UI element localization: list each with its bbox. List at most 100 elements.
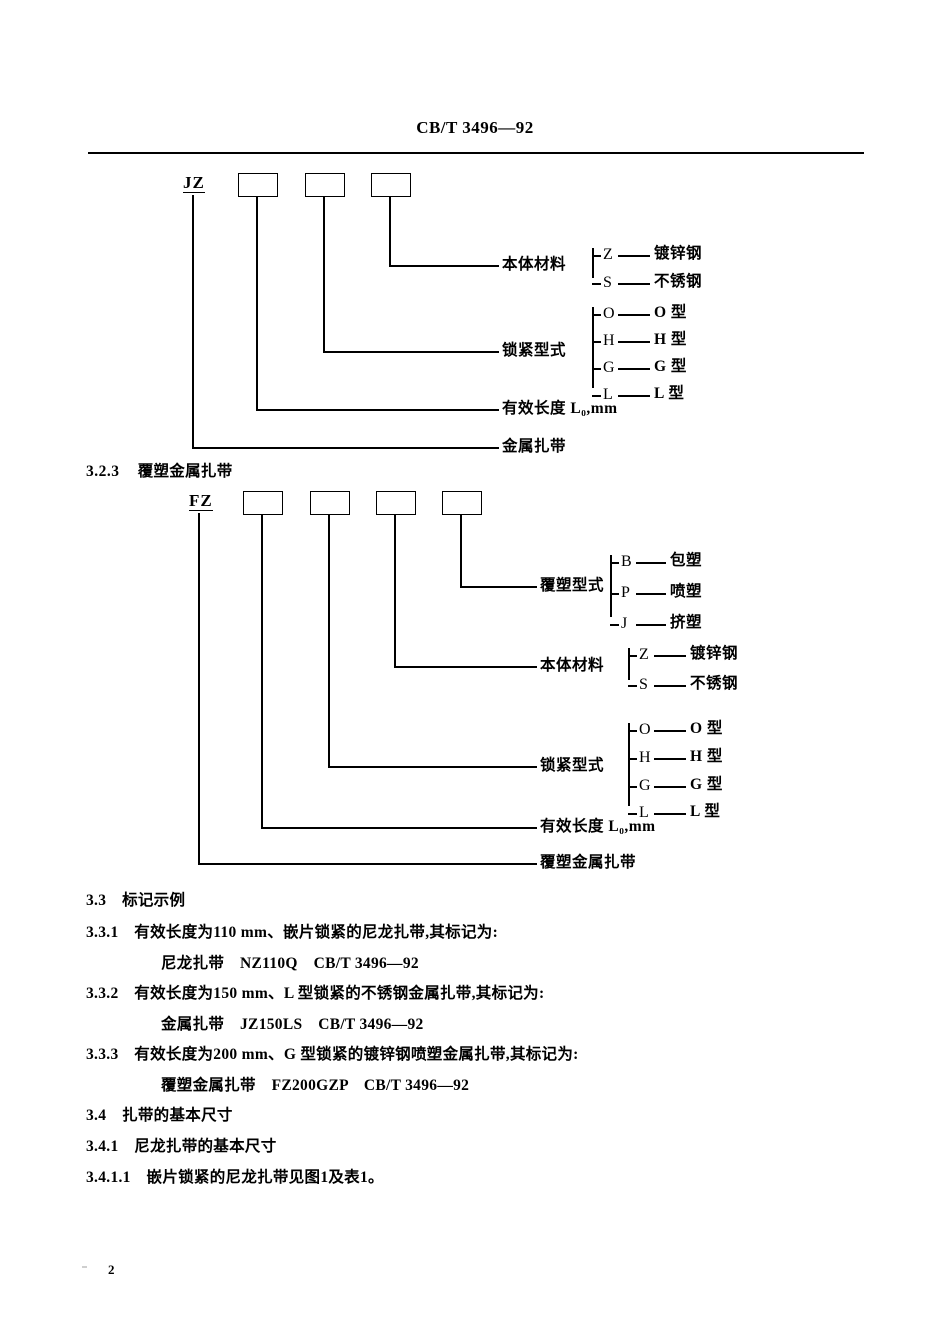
option-dash <box>654 730 686 732</box>
option-desc: G 型 <box>690 776 723 793</box>
brace-tick <box>628 685 637 687</box>
diagram-fz-label-lock: 锁紧型式 <box>540 757 605 774</box>
brace-tick <box>592 341 601 343</box>
example-3-3-2: 金属扎带 JZ150LS CB/T 3496—92 <box>161 1016 424 1033</box>
option-desc: H 型 <box>690 748 723 765</box>
diagram-jz-label-lock: 锁紧型式 <box>502 342 567 359</box>
option-dash <box>654 758 686 760</box>
diagram-jz-lead-root-vline <box>192 195 194 449</box>
option-letter: P <box>621 584 630 601</box>
paragraph-3-4: 3.4 扎带的基本尺寸 <box>86 1107 233 1124</box>
diagram-fz-label-length: 有效长度 L₀,mm <box>540 818 656 835</box>
brace-tick <box>592 368 601 370</box>
option-dash <box>654 685 686 687</box>
paragraph-3-3: 3.3 标记示例 <box>86 892 186 909</box>
brace-tick <box>592 314 601 316</box>
diagram-jz-slot-1 <box>238 173 278 197</box>
option-letter: H <box>603 332 615 349</box>
option-desc: 喷塑 <box>670 583 703 600</box>
brace-tick <box>592 255 601 257</box>
diagram-fz-lead-length-vline <box>261 515 263 829</box>
option-dash <box>618 283 650 285</box>
option-letter: S <box>639 676 648 693</box>
example-3-3-3: 覆塑金属扎带 FZ200GZP CB/T 3496—92 <box>161 1077 470 1094</box>
brace-spine <box>610 555 612 617</box>
option-letter: Z <box>639 646 649 663</box>
option-desc: O 型 <box>654 304 687 321</box>
diagram-fz-slot-2 <box>310 491 350 515</box>
diagram-jz-label-material: 本体材料 <box>502 256 567 273</box>
option-letter: S <box>603 274 612 291</box>
diagram-fz-lead-length-hline <box>261 827 537 829</box>
diagram-fz-label-material: 本体材料 <box>540 657 605 674</box>
diagram-fz-code: FZ <box>189 491 213 511</box>
brace-tick <box>592 283 601 285</box>
option-letter: G <box>603 359 615 376</box>
option-letter: Z <box>603 246 613 263</box>
diagram-fz-lead-lock-hline <box>328 766 537 768</box>
diagram-jz-code: JZ <box>183 173 205 193</box>
option-dash <box>618 341 650 343</box>
footer-margin-mark <box>82 1266 87 1268</box>
option-desc: L 型 <box>690 803 721 820</box>
option-letter: B <box>621 553 632 570</box>
section-323-heading: 3.2.3 覆塑金属扎带 <box>86 459 233 481</box>
diagram-jz-lead-root-hline <box>192 447 499 449</box>
brace-tick <box>628 730 637 732</box>
brace-spine <box>628 648 630 680</box>
brace-tick <box>628 786 637 788</box>
diagram-fz-lead-coating-vline <box>460 515 462 588</box>
option-letter: G <box>639 777 651 794</box>
diagram-fz-label-coating: 覆塑型式 <box>540 577 605 594</box>
option-dash <box>654 786 686 788</box>
option-desc: 不锈钢 <box>654 273 703 290</box>
option-dash <box>636 593 666 595</box>
diagram-fz-designation: FZ 覆塑型式 B 包塑 P 喷塑 J <box>189 491 739 871</box>
option-desc: O 型 <box>690 720 723 737</box>
diagram-fz-slot-1 <box>243 491 283 515</box>
diagram-fz-slot-3 <box>376 491 416 515</box>
option-dash <box>618 395 650 397</box>
diagram-jz-slot-2 <box>305 173 345 197</box>
diagram-fz-lead-root-vline <box>198 513 200 865</box>
option-dash <box>636 624 666 626</box>
option-desc: L 型 <box>654 385 685 402</box>
option-letter: O <box>639 721 651 738</box>
brace-tick <box>628 758 637 760</box>
section-323-number: 3.2.3 <box>86 463 120 480</box>
paragraph-3-3-3: 3.3.3 有效长度为200 mm、G 型锁紧的镀锌钢喷塑金属扎带,其标记为: <box>86 1046 579 1063</box>
paragraph-3-3-1: 3.3.1 有效长度为110 mm、嵌片锁紧的尼龙扎带,其标记为: <box>86 924 499 941</box>
paragraph-3-4-1: 3.4.1 尼龙扎带的基本尺寸 <box>86 1138 277 1155</box>
example-3-3-1: 尼龙扎带 NZ110Q CB/T 3496—92 <box>161 955 419 972</box>
brace-spine <box>628 723 630 806</box>
paragraph-3-4-1-1: 3.4.1.1 嵌片锁紧的尼龙扎带见图1及表1。 <box>86 1169 384 1186</box>
brace-tick <box>592 395 601 397</box>
brace-tick <box>610 593 619 595</box>
option-letter: J <box>621 615 628 632</box>
option-dash <box>654 655 686 657</box>
option-dash <box>618 368 650 370</box>
section-323-title: 覆塑金属扎带 <box>137 463 233 480</box>
diagram-fz-lead-material-vline <box>394 515 396 668</box>
diagram-jz-lead-material-hline <box>389 265 499 267</box>
option-desc: 挤塑 <box>670 614 703 631</box>
diagram-fz-lead-root-hline <box>198 863 537 865</box>
option-letter: L <box>603 386 613 403</box>
option-letter: O <box>603 305 615 322</box>
option-dash <box>636 562 666 564</box>
brace-tick <box>628 655 637 657</box>
option-desc: G 型 <box>654 358 687 375</box>
option-dash <box>618 255 650 257</box>
diagram-jz-lead-length-hline <box>256 409 499 411</box>
option-desc: 包塑 <box>670 552 703 569</box>
diagram-fz-lead-material-hline <box>394 666 537 668</box>
option-desc: H 型 <box>654 331 687 348</box>
option-desc: 不锈钢 <box>690 675 739 692</box>
diagram-fz-lead-lock-vline <box>328 515 330 768</box>
diagram-fz-slot-4 <box>442 491 482 515</box>
diagram-fz-label-root: 覆塑金属扎带 <box>540 854 637 871</box>
option-letter: H <box>639 749 651 766</box>
diagram-jz-lead-lock-hline <box>323 351 499 353</box>
brace-spine <box>592 307 594 388</box>
brace-tick <box>610 562 619 564</box>
